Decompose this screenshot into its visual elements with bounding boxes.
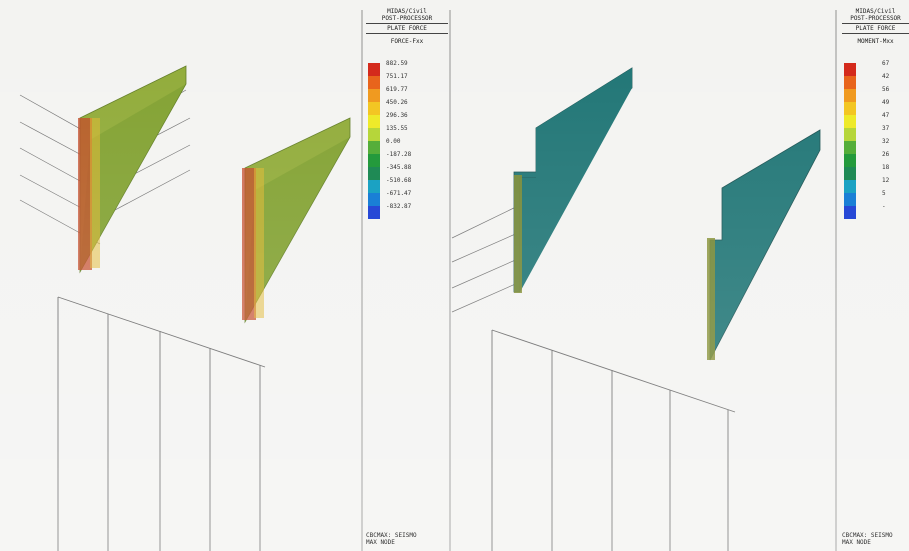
right_panel-legend-value: 32 <box>882 138 890 145</box>
left-footer-line-1: CBCMAX: SEISMO <box>366 532 417 539</box>
left-legend-color-bar <box>368 63 380 219</box>
right_panel-legend-swatch <box>844 206 856 219</box>
left_panel-legend-value: 751.17 <box>386 73 408 80</box>
left_panel-legend-swatch <box>368 76 380 89</box>
right-legend-panel: MIDAS/Civil POST-PROCESSOR PLATE FORCE M… <box>842 8 909 548</box>
left_panel-legend-swatch <box>368 206 380 219</box>
left_panel-legend-swatch <box>368 102 380 115</box>
left_panel-legend-value: 296.36 <box>386 112 408 119</box>
left_panel-legend-swatch <box>368 180 380 193</box>
left_panel-legend-value: 450.26 <box>386 99 408 106</box>
right_panel-legend-value: 42 <box>882 73 890 80</box>
right-footer-line-1: CBCMAX: SEISMO <box>842 532 893 539</box>
right_panel-legend-swatch <box>844 115 856 128</box>
left-legend-title-2: POST-PROCESSOR <box>381 15 433 22</box>
left-legend-panel: MIDAS/Civil POST-PROCESSOR PLATE FORCE F… <box>366 8 448 548</box>
left_panel-legend-value: -345.88 <box>386 164 412 171</box>
left_panel-legend-value: 619.77 <box>386 86 408 93</box>
right_panel-legend-swatch <box>844 193 856 206</box>
right_panel-legend-swatch <box>844 63 856 76</box>
left_panel-legend-value: 135.55 <box>386 125 408 132</box>
left-legend-footer: CBCMAX: SEISMO MAX NODE <box>366 532 417 546</box>
right_panel-legend-swatch <box>844 141 856 154</box>
left_panel-legend-value: -510.68 <box>386 177 412 184</box>
right_panel-legend-value: 12 <box>882 177 890 184</box>
left_panel-legend-swatch <box>368 63 380 76</box>
left_panel-legend-value: -671.47 <box>386 190 412 197</box>
right_panel-legend-value: 47 <box>882 112 890 119</box>
left_panel-legend-swatch <box>368 193 380 206</box>
left_panel-legend-value: 882.59 <box>386 60 408 67</box>
right_panel-legend-value: 5 <box>882 190 886 197</box>
right_panel-legend-swatch <box>844 180 856 193</box>
right-legend-title-2: POST-PROCESSOR <box>850 15 901 22</box>
right_panel-legend-value: - <box>882 203 886 210</box>
right_panel-legend-value: 26 <box>882 151 890 158</box>
right_panel-legend-swatch <box>844 128 856 141</box>
right_panel-legend-swatch <box>844 76 856 89</box>
right_panel-legend-swatch <box>844 102 856 115</box>
left_panel-legend-swatch <box>368 154 380 167</box>
right_panel-legend-value: 67 <box>882 60 890 67</box>
right_panel-legend-value: 49 <box>882 99 890 106</box>
right_panel-legend-swatch <box>844 167 856 180</box>
left_panel-legend-value: 0.00 <box>386 138 401 145</box>
right_panel-legend-value: 37 <box>882 125 890 132</box>
left_panel-legend-swatch <box>368 141 380 154</box>
left_panel-legend-swatch <box>368 115 380 128</box>
right_panel-legend-swatch <box>844 89 856 102</box>
left_panel-legend-swatch <box>368 128 380 141</box>
right-legend-color-bar <box>844 63 856 219</box>
right-legend-title-1: MIDAS/Civil <box>855 8 896 15</box>
right_panel-legend-swatch <box>844 154 856 167</box>
left_panel-legend-value: -187.28 <box>386 151 412 158</box>
left-legend-component: FORCE-Fxx <box>390 38 424 45</box>
right-footer-line-2: MAX NODE <box>842 539 871 546</box>
right-legend-title-3: PLATE FORCE <box>855 25 896 32</box>
left_panel-legend-swatch <box>368 89 380 102</box>
left-legend-title-3: PLATE FORCE <box>387 25 427 32</box>
left_panel-legend-swatch <box>368 167 380 180</box>
right_panel-legend-value: 18 <box>882 164 890 171</box>
left-legend-title-1: MIDAS/Civil <box>387 8 427 15</box>
right_panel-legend-value: 56 <box>882 86 890 93</box>
left-footer-line-2: MAX NODE <box>366 539 395 546</box>
right-legend-component: MOMENT-Mxx <box>857 38 894 45</box>
left_panel-legend-value: -832.87 <box>386 203 412 210</box>
right-legend-footer: CBCMAX: SEISMO MAX NODE <box>842 532 893 546</box>
